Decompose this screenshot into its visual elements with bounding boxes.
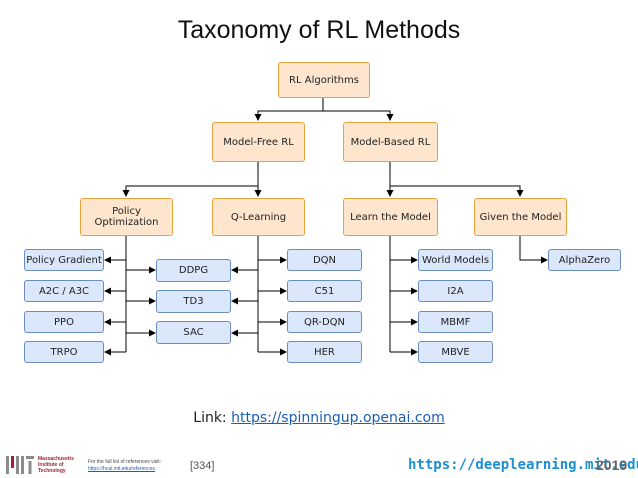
node-policy-optimization: Policy Optimization <box>80 198 173 236</box>
year-label: 2019 <box>596 457 628 473</box>
node-dqn: DQN <box>287 249 362 271</box>
node-ppo: PPO <box>24 311 104 333</box>
node-rl-algorithms: RL Algorithms <box>278 62 370 98</box>
node-her: HER <box>287 341 362 363</box>
node-i2a: I2A <box>418 280 493 302</box>
node-td3: TD3 <box>156 290 231 313</box>
node-a2c-a3c: A2C / A3C <box>24 280 104 302</box>
node-given-the-model: Given the Model <box>474 198 567 236</box>
node-mbve: MBVE <box>418 341 493 363</box>
node-model-free-rl: Model-Free RL <box>212 122 305 162</box>
mit-logo-icon <box>6 456 34 474</box>
node-model-based-rl: Model-Based RL <box>343 122 438 162</box>
edge-root-modelbased <box>323 110 394 121</box>
node-learn-the-model: Learn the Model <box>343 198 438 236</box>
institution-name: Massachusetts Institute of Technology <box>38 456 74 474</box>
footer: Massachusetts Institute of Technology Fo… <box>0 450 638 478</box>
node-q-learning: Q-Learning <box>212 198 305 236</box>
page-title: Taxonomy of RL Methods <box>177 16 461 44</box>
edge-root-modelfree <box>254 98 324 121</box>
references-note: For the full list of references visit: h… <box>88 459 161 473</box>
node-sac: SAC <box>156 321 231 344</box>
node-ddpg: DDPG <box>156 259 231 282</box>
link-line: Link: https://spinningup.openai.com <box>0 410 638 426</box>
node-world-models: World Models <box>418 249 493 271</box>
edge-modelbased-given <box>390 185 524 197</box>
references-text: For the full list of references visit: <box>88 459 162 465</box>
node-mbmf: MBMF <box>418 311 493 333</box>
reference-number: [334] <box>190 460 215 472</box>
node-trpo: TRPO <box>24 341 104 363</box>
site-url: https://deeplearning.mit.edu <box>408 457 638 473</box>
node-alphazero: AlphaZero <box>548 249 621 271</box>
node-policy-gradient: Policy Gradient <box>24 249 104 271</box>
edge-given-alphazero <box>519 236 548 264</box>
node-c51: C51 <box>287 280 362 302</box>
edge-modelfree-policyopt <box>122 162 259 197</box>
references-link[interactable]: https://hcai.mit.edu/references <box>88 466 155 472</box>
node-qr-dqn: QR-DQN <box>287 311 362 333</box>
link-label: Link: <box>193 410 227 426</box>
spinningup-link[interactable]: https://spinningup.openai.com <box>231 410 445 426</box>
